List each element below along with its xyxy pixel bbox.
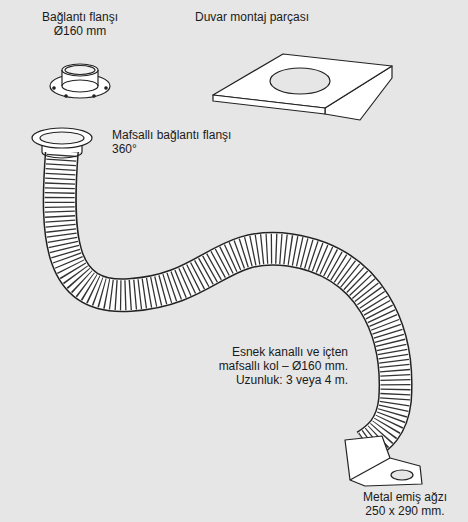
part-name: Mafsallı bağlantı flanşı 360° — [112, 128, 257, 156]
part-name: Metal emiş ağzı 250 x 290 mm. — [355, 490, 455, 518]
part-name: Bağlantı flanşı Ø160 mm — [30, 10, 130, 38]
flange-drawing — [50, 64, 110, 98]
wall-mount-drawing — [213, 54, 392, 120]
flexible-arm-drawing — [60, 150, 396, 446]
swivel-flange-drawing — [32, 128, 92, 158]
part-description: Esnek kanallı ve içten mafsallı kol – Ø1… — [198, 345, 348, 387]
part-name: Duvar montaj parçası — [195, 10, 345, 24]
nozzle-drawing — [345, 436, 422, 486]
